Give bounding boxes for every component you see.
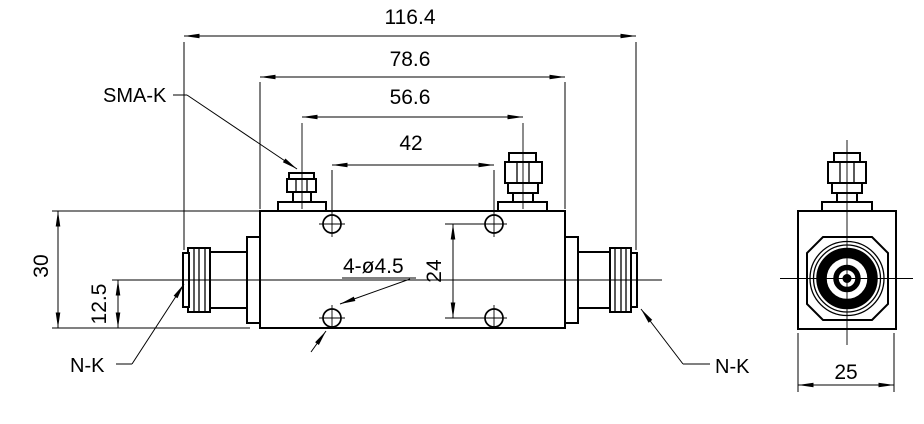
label-sma-k: SMA-K (103, 85, 298, 170)
label-n-k-left-text: N-K (70, 355, 105, 377)
label-n-k-left: N-K (70, 283, 185, 377)
dim-side-body-width-label: 25 (834, 361, 857, 384)
dim-port-axis-height: 12.5 (88, 280, 121, 328)
dim-port-axis-height-label: 12.5 (88, 284, 111, 325)
callout-mounting-holes: 4-ø4.5 (310, 255, 416, 353)
label-n-k-right: N-K (640, 308, 750, 378)
callout-mounting-holes-label: 4-ø4.5 (343, 255, 404, 278)
dim-body-height-label: 30 (30, 254, 53, 277)
leader-labels: SMA-K N-K N-K (70, 85, 750, 378)
mounting-hole-top-right (481, 211, 507, 237)
dim-hole-spacing-x: 42 (331, 132, 495, 213)
front-view (112, 123, 662, 329)
label-sma-k-text: SMA-K (103, 85, 167, 107)
dim-hole-spacing-y: 24 (423, 223, 484, 319)
dim-flange-span: 78.6 (259, 48, 566, 209)
mounting-hole-top-left (319, 211, 345, 237)
dim-overall-length-label: 116.4 (385, 6, 436, 29)
side-view: 25 (780, 140, 913, 392)
sma-connector-right (497, 152, 548, 212)
coupler-body (259, 210, 566, 329)
mounting-hole-bottom-left (319, 305, 345, 328)
mounting-holes (319, 211, 507, 328)
label-n-k-right-text: N-K (715, 356, 750, 378)
dim-sma-port-spacing-label: 56.6 (390, 86, 431, 109)
dim-hole-spacing-y-label: 24 (423, 259, 446, 283)
dim-body-height: 30 (30, 210, 260, 329)
dim-hole-spacing-x-label: 42 (399, 132, 422, 155)
dim-side-body-width: 25 (797, 333, 895, 392)
dim-flange-span-label: 78.6 (390, 48, 431, 71)
dim-overall-length: 116.4 (183, 6, 637, 250)
mounting-hole-bottom-right (481, 305, 507, 328)
dim-sma-port-spacing: 56.6 (302, 86, 523, 120)
dimensions-front: 116.4 78.6 56.6 42 30 (30, 6, 637, 353)
